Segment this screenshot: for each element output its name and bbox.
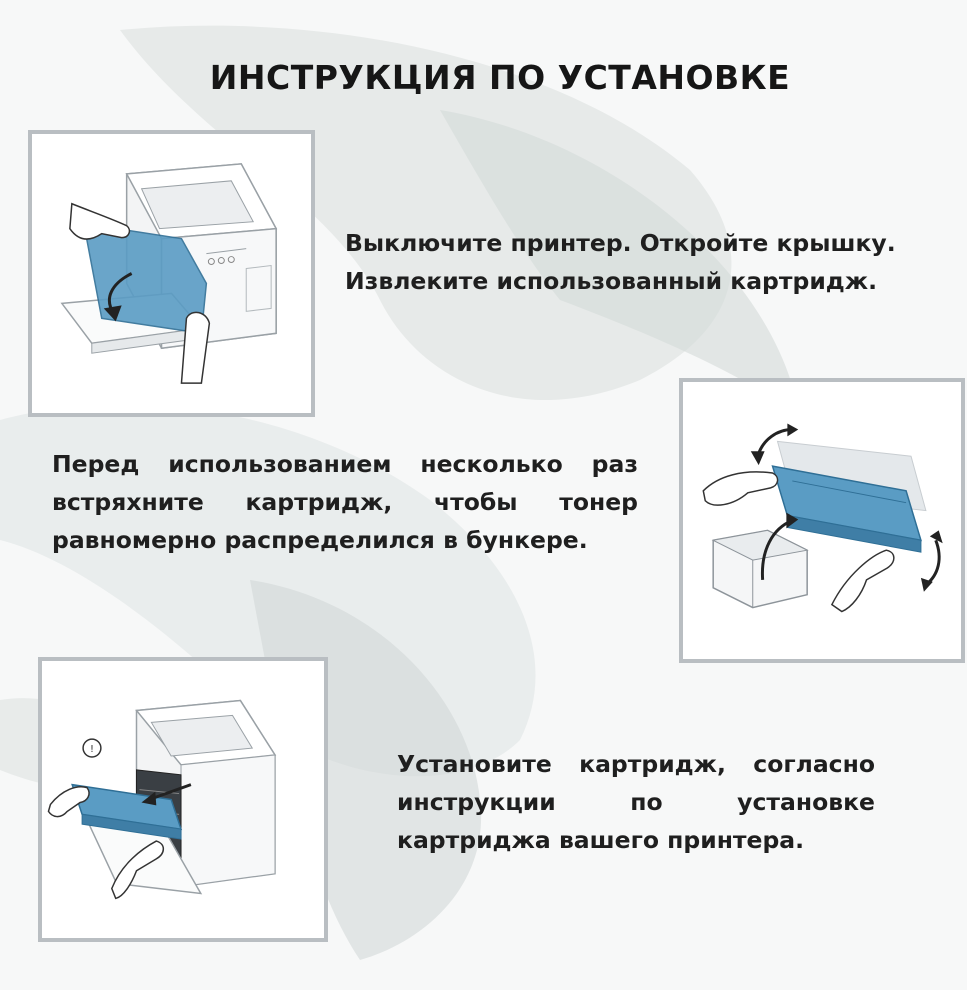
step1-line2: Извлеките использованный картридж. bbox=[345, 267, 878, 295]
svg-text:!: ! bbox=[90, 744, 94, 755]
step1-text: Выключите принтер. Откройте крышку. Извл… bbox=[345, 224, 945, 300]
step1-illustration bbox=[28, 130, 315, 417]
page-title: ИНСТРУКЦИЯ ПО УСТАНОВКЕ bbox=[209, 58, 791, 97]
step2-illustration bbox=[679, 378, 965, 663]
step1-line1: Выключите принтер. Откройте крышку. bbox=[345, 229, 896, 257]
shake-cartridge-icon bbox=[702, 423, 943, 613]
printer-open-cover-icon bbox=[60, 163, 278, 384]
insert-cartridge-icon: ! bbox=[47, 699, 277, 900]
step2-text: Перед использованием несколько раз встря… bbox=[52, 450, 638, 554]
step3-text: Установите картридж, согласно инструкции… bbox=[397, 750, 875, 854]
step3-illustration: ! bbox=[38, 657, 328, 942]
